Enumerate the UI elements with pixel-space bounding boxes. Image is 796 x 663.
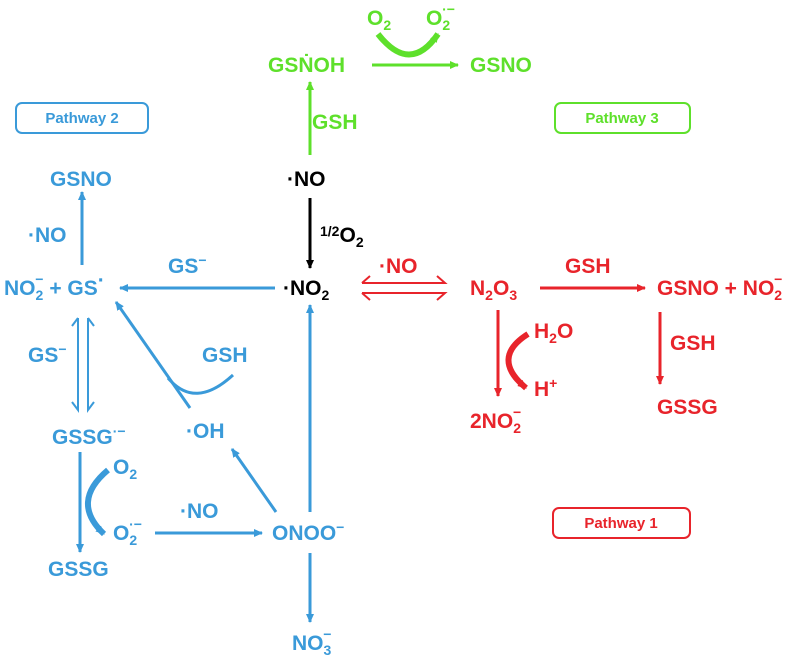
red-gsno-no2: GSNO + NO2− [657, 271, 782, 303]
pathway-2-box: Pathway 2 [15, 102, 149, 134]
green-o2: O2 [367, 7, 391, 33]
blue-o2: O2 [113, 456, 137, 482]
blue-gssg: GSSG [48, 558, 109, 581]
arrow-h2o-to-hplus [505, 331, 530, 391]
red-h2o: H2O [534, 320, 573, 346]
green-gsnoh: GSṄOH [268, 54, 345, 77]
center-no: ·NO [287, 168, 326, 191]
arrow-onoo-to-oh [230, 448, 278, 513]
pathway-3-label: Pathway 3 [585, 110, 658, 127]
blue-onoo: ONOO− [272, 519, 344, 545]
blue-no-1: ·NO [28, 224, 67, 247]
pathway-1-box: Pathway 1 [552, 507, 691, 539]
green-gsno: GSNO [470, 54, 532, 77]
blue-no3: NO3− [292, 626, 332, 658]
red-no-label: ·NO [379, 255, 418, 278]
green-superoxide: O2·− [426, 1, 455, 33]
red-gsh-1: GSH [565, 255, 611, 278]
blue-oh: ·OH [186, 420, 225, 443]
double-arrow-gs-gssg [71, 317, 95, 413]
blue-gs-minus-2: GS− [28, 341, 67, 367]
blue-gsno: GSNO [50, 168, 112, 191]
red-gsh-2: GSH [670, 332, 716, 355]
blue-gsh: GSH [202, 344, 248, 367]
pathway-1-label: Pathway 1 [584, 515, 657, 532]
center-half-o2: 1/2O2 [320, 223, 364, 250]
arrow-oh-to-gs [114, 301, 192, 409]
pathway-2-label: Pathway 2 [45, 110, 118, 127]
arc-gsh-into-oh [166, 373, 235, 395]
red-2no2: 2NO2− [470, 404, 521, 436]
red-hplus: H+ [534, 375, 557, 401]
arrow-o2-to-superoxide [375, 32, 441, 58]
pathway-3-box: Pathway 3 [554, 102, 691, 134]
red-gssg: GSSG [657, 396, 718, 419]
arrow-o2-to-superoxide-blue [85, 467, 110, 537]
blue-superoxide: O2·− [113, 516, 142, 548]
blue-gssg-radical: GSSG·− [52, 423, 126, 449]
double-arrow-no2-n2o3 [361, 275, 448, 301]
red-n2o3: N2O3 [470, 277, 517, 303]
green-gsh: GSH [312, 111, 358, 134]
blue-no-2: ·NO [180, 500, 219, 523]
center-no2: ·NO2 [283, 277, 330, 303]
blue-gs-minus-1: GS− [168, 252, 207, 278]
blue-no2-gs: NO2− + GS· [4, 269, 105, 303]
